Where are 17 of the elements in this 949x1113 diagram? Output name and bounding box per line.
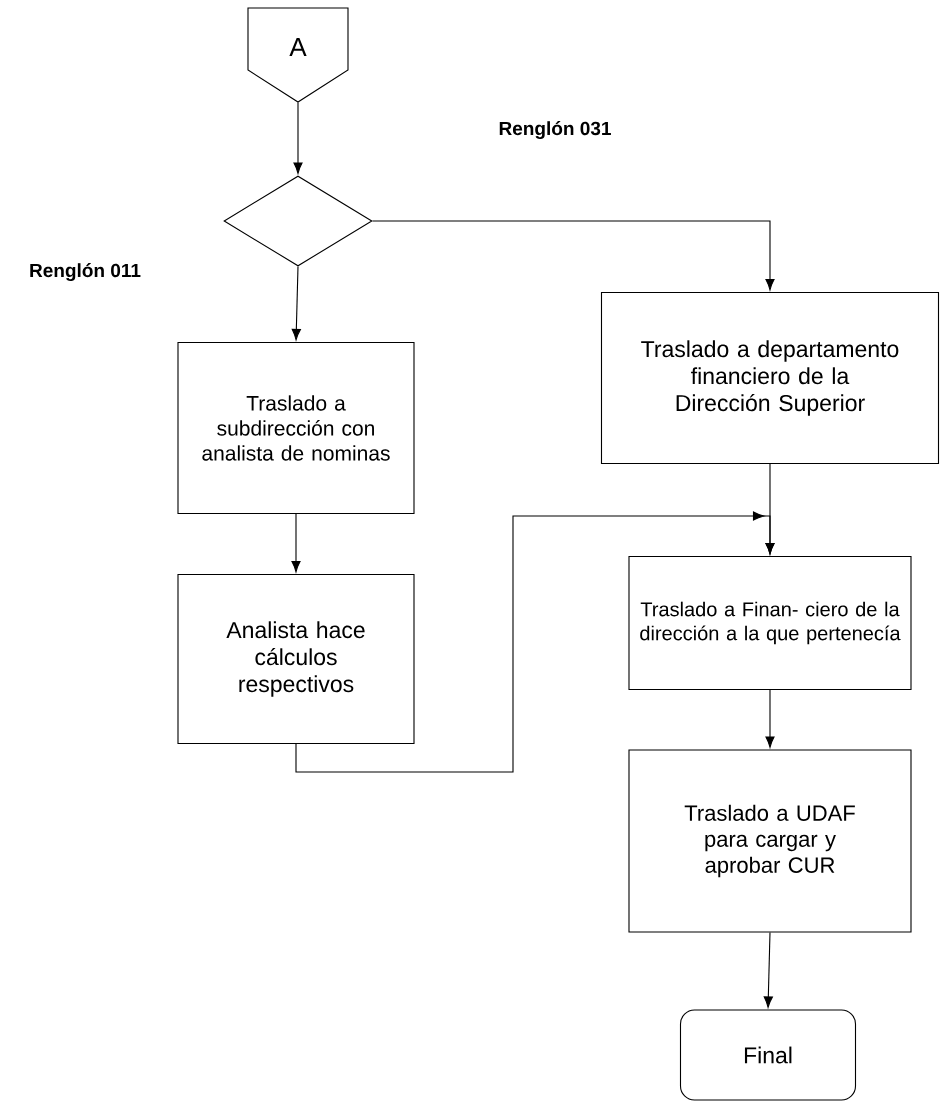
branch-label: Renglón 031 (499, 121, 611, 139)
arrow (763, 932, 773, 1008)
off-page-connector: A (247, 7, 349, 103)
arrow (291, 513, 301, 573)
process-box: Traslado a UDAF para cargar y aprobar CUR (628, 749, 912, 933)
arrow (295, 511, 775, 773)
arrow (293, 102, 303, 174)
process-box: Traslado a departamento financiero de la Dirección Superior (600, 291, 940, 465)
arrow (372, 220, 775, 291)
process-box: Traslado a subdirección con analista de nominas (177, 341, 415, 515)
arrow (291, 266, 301, 341)
process-box: Traslado a Finan- ciero de la dirección a la que pertenecía (628, 555, 912, 691)
branch-label: Renglón 011 (30, 263, 141, 281)
decision-diamond (223, 175, 373, 267)
arrow (765, 689, 775, 748)
terminal-box: Final (679, 1009, 857, 1101)
process-box: Analista hace cálculos respectivos (177, 573, 415, 745)
